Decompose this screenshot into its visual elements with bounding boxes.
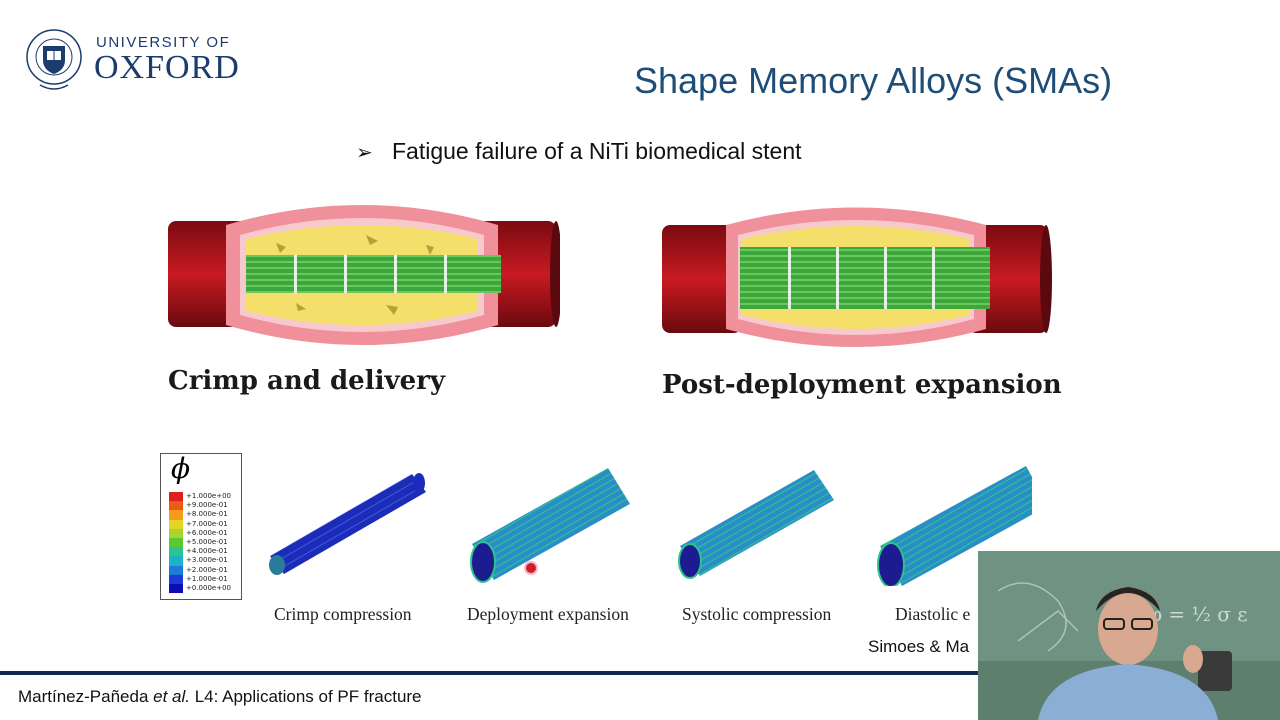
bullet-point: ➢ Fatigue failure of a NiTi biomedical st…	[356, 138, 802, 165]
legend-label: +6.000e-01	[186, 528, 228, 537]
oxford-crest-icon	[26, 29, 82, 90]
post-deployment-caption: Post-deployment expansion	[662, 370, 1062, 400]
webcam-video[interactable]: φ = ½ σ ε	[978, 551, 1280, 720]
caption-deployment-expansion: Deployment expansion	[467, 604, 629, 624]
legend-label: +0.000e+00	[186, 584, 231, 592]
crimp-delivery-illustration	[168, 205, 560, 345]
stent-systolic-compression	[678, 470, 834, 579]
caption-diastolic-expansion: Diastolic e	[895, 604, 971, 624]
legend-label: +9.000e-01	[186, 501, 228, 510]
phase-field-legend: ϕ +1.000e+00 +9.000e-01 +8.000e-01 +7.00…	[160, 452, 242, 600]
slide-title: Shape Memory Alloys (SMAs)	[634, 60, 1113, 101]
arrow-bullet-icon: ➢	[356, 142, 373, 164]
webcam-presenter-image: φ = ½ σ ε	[978, 551, 1280, 720]
legend-label: +3.000e-01	[186, 556, 228, 565]
bullet-text: Fatigue failure of a NiTi biomedical ste…	[392, 138, 802, 164]
post-deployment-illustration	[662, 207, 1052, 347]
legend-label: +1.000e-01	[186, 574, 228, 583]
crimp-delivery-caption: Crimp and delivery	[168, 366, 445, 396]
legend-swatch	[169, 528, 183, 538]
citation: Simoes & Ma	[868, 637, 970, 656]
legend-label: +7.000e-01	[186, 519, 228, 528]
simulation-stents	[269, 466, 1032, 586]
oxford-logo: UNIVERSITY OF OXFORD	[26, 27, 266, 97]
legend-swatch	[169, 501, 183, 511]
webcam-board-text: φ = ½ σ ε	[1148, 602, 1248, 626]
logo-university-of: UNIVERSITY OF	[96, 34, 231, 51]
legend-label: +2.000e-01	[186, 565, 228, 574]
stent-deployment-expansion	[470, 468, 630, 583]
laser-pointer-icon	[524, 561, 538, 575]
legend-entry: +3.000e-01	[169, 556, 239, 566]
stent-diastolic-expansion	[877, 466, 1032, 586]
legend-swatch	[169, 547, 183, 557]
caption-crimp-compression: Crimp compression	[274, 604, 412, 624]
legend-entry: +1.000e-01	[169, 574, 239, 584]
legend-label: +8.000e-01	[186, 510, 228, 519]
legend-entry: +2.000e-01	[169, 565, 239, 575]
caption-systolic-compression: Systolic compression	[682, 604, 832, 624]
legend-label: +5.000e-01	[186, 538, 228, 546]
legend-entry: +4.000e-01	[169, 547, 239, 557]
legend-swatch	[169, 510, 183, 520]
legend-entry: +6.000e-01	[169, 528, 239, 538]
legend-label: +4.000e-01	[186, 547, 228, 556]
legend-entry: +8.000e-01	[169, 510, 239, 520]
logo-oxford: OXFORD	[94, 49, 240, 86]
footer-text: Martínez-Pañeda et al. L4: Applications …	[18, 687, 422, 707]
legend-swatch	[169, 584, 183, 594]
legend-entry: +0.000e+00	[169, 584, 239, 594]
legend-swatch	[169, 574, 183, 584]
footer-lecture: L4: Applications of PF fracture	[190, 687, 422, 706]
legend-swatch	[169, 565, 183, 575]
footer-bar	[0, 671, 1280, 675]
legend-entry: +9.000e-01	[169, 501, 239, 511]
footer-author: Martínez-Pañeda	[18, 687, 154, 706]
legend-entry: +1.000e+00	[169, 492, 239, 502]
legend-swatch	[169, 492, 183, 502]
legend-swatch	[169, 538, 183, 548]
legend-swatch	[169, 556, 183, 566]
legend-entry: +5.000e-01	[169, 538, 239, 548]
legend-phi-symbol: ϕ	[171, 452, 191, 485]
footer-etal: et al.	[153, 687, 190, 706]
legend-swatch	[169, 519, 183, 529]
legend-entry: +7.000e-01	[169, 519, 239, 529]
legend-label: +1.000e+00	[186, 492, 231, 500]
stent-crimp-compression	[269, 473, 426, 575]
